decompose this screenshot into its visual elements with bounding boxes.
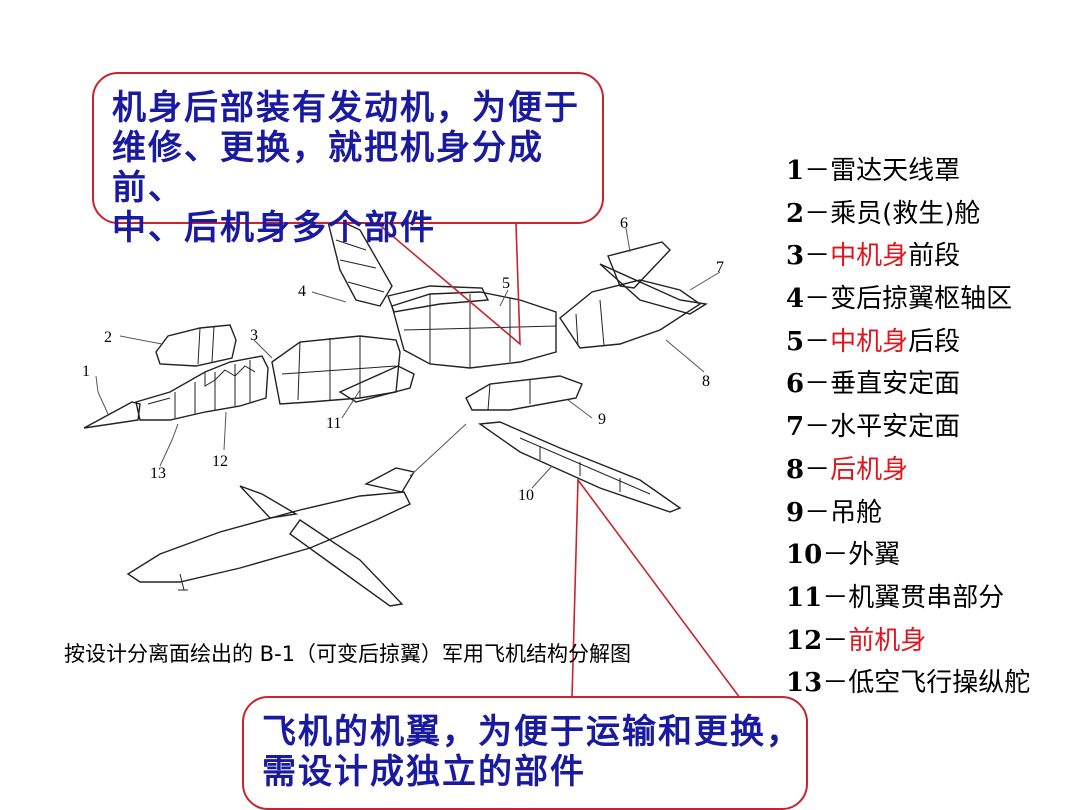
legend-item: 9－吊舱 bbox=[786, 492, 1076, 535]
callout-bottom-line: 飞机的机翼，为便于运输和更换， bbox=[262, 712, 802, 752]
legend-number: 4 bbox=[786, 284, 805, 315]
legend-item: 6－垂直安定面 bbox=[786, 363, 1076, 406]
part-label-3: 3 bbox=[250, 327, 258, 344]
legend-dash: － bbox=[804, 412, 831, 443]
legend-number: 10 bbox=[786, 540, 823, 571]
legend-name-highlight: 后机身 bbox=[830, 454, 909, 485]
legend-name-suffix: 后段 bbox=[908, 326, 961, 357]
legend-name: 乘员(救生)舱 bbox=[830, 198, 981, 229]
legend-number: 13 bbox=[786, 668, 823, 699]
legend-dash: － bbox=[822, 668, 849, 699]
legend-name: 机翼贯串部分 bbox=[848, 582, 1005, 613]
callout-bottom-pointer bbox=[571, 477, 741, 699]
legend-name: 吊舱 bbox=[830, 497, 883, 528]
part-label-10: 10 bbox=[518, 487, 534, 504]
legend-item: 8－后机身 bbox=[786, 449, 1076, 492]
callout-top-pointer bbox=[375, 221, 521, 346]
callout-top: 机身后部装有发动机，为便于 维修、更换，就把机身分成前、 中、后机身多个部件 bbox=[92, 72, 604, 248]
legend-dash: － bbox=[804, 369, 831, 400]
part-label-9: 9 bbox=[598, 411, 606, 428]
part-label-12: 12 bbox=[212, 453, 228, 470]
legend-item: 2－乘员(救生)舱 bbox=[786, 193, 1076, 236]
legend-number: 8 bbox=[786, 454, 805, 485]
legend-dash: － bbox=[804, 241, 831, 272]
part-label-4: 4 bbox=[298, 283, 306, 300]
legend-dash: － bbox=[804, 284, 831, 315]
legend-number: 7 bbox=[786, 412, 805, 443]
part-label-5: 5 bbox=[502, 275, 510, 292]
legend-number: 1 bbox=[786, 156, 805, 186]
legend-name: 雷达天线罩 bbox=[830, 156, 961, 186]
outer-wing-part bbox=[478, 421, 682, 513]
legend-dash: － bbox=[804, 454, 831, 485]
diagram-caption: 按设计分离面绘出的 B-1（可变后掠翼）军用飞机结构分解图 bbox=[64, 642, 632, 666]
legend-number: 5 bbox=[786, 326, 805, 357]
callout-top-line: 中、后机身多个部件 bbox=[112, 208, 436, 248]
part-label-2: 2 bbox=[104, 329, 112, 346]
legend-number: 12 bbox=[786, 625, 823, 656]
legend-number: 2 bbox=[786, 198, 805, 229]
part-label-6: 6 bbox=[620, 215, 628, 232]
legend-dash: － bbox=[804, 326, 831, 357]
legend-item: 1－雷达天线罩 bbox=[786, 150, 1076, 193]
aft-fuselage-part bbox=[559, 279, 702, 349]
legend-name-highlight: 前机身 bbox=[848, 625, 927, 656]
legend-dash: － bbox=[804, 497, 831, 528]
legend-item: 13－低空飞行操纵舵 bbox=[786, 662, 1076, 705]
part-label-13: 13 bbox=[150, 465, 166, 482]
legend-name-highlight: 中机身 bbox=[830, 241, 909, 272]
part-label-8: 8 bbox=[702, 373, 710, 390]
legend-dash: － bbox=[822, 625, 849, 656]
legend-number: 11 bbox=[786, 582, 823, 613]
callout-bottom-line: 需设计成独立的部件 bbox=[262, 752, 586, 792]
nacelle-part bbox=[465, 375, 583, 411]
legend-number: 9 bbox=[786, 497, 805, 528]
legend-dash: － bbox=[822, 540, 849, 571]
legend-dash: － bbox=[804, 156, 831, 186]
part-label-7: 7 bbox=[716, 259, 724, 276]
callout-bottom: 飞机的机翼，为便于运输和更换， 需设计成独立的部件 bbox=[242, 696, 808, 810]
horizontal-stabilizer-part bbox=[599, 263, 708, 315]
callout-top-line: 维修、更换，就把机身分成前、 bbox=[112, 128, 544, 208]
legend-number: 3 bbox=[786, 241, 805, 272]
forward-fuselage-part bbox=[135, 355, 269, 421]
legend-name: 水平安定面 bbox=[830, 412, 961, 443]
legend-name: 垂直安定面 bbox=[830, 369, 961, 400]
part-label-11: 11 bbox=[326, 415, 341, 432]
pivot-area-part bbox=[324, 212, 393, 307]
legend-name-highlight: 中机身 bbox=[830, 326, 909, 357]
legend-name: 外翼 bbox=[848, 540, 901, 571]
legend-number: 6 bbox=[786, 369, 805, 400]
callout-bottom-text: 飞机的机翼，为便于运输和更换， 需设计成独立的部件 bbox=[262, 712, 802, 792]
mid-fuselage-aft-part bbox=[391, 291, 557, 369]
legend-item: 5－中机身后段 bbox=[786, 321, 1076, 364]
crew-capsule-part bbox=[155, 324, 237, 367]
legend-name-suffix: 前段 bbox=[908, 241, 961, 272]
legend-item: 10－外翼 bbox=[786, 534, 1076, 577]
assembled-aircraft bbox=[126, 491, 411, 583]
wing-carry-through-part bbox=[338, 365, 415, 403]
legend-item: 4－变后掠翼枢轴区 bbox=[786, 278, 1076, 321]
callout-top-text: 机身后部装有发动机，为便于 维修、更换，就把机身分成前、 中、后机身多个部件 bbox=[112, 88, 592, 248]
legend-dash: － bbox=[804, 198, 831, 229]
callout-top-line: 机身后部装有发动机，为便于 bbox=[112, 88, 580, 128]
legend-item: 11－机翼贯串部分 bbox=[786, 577, 1076, 620]
legend-item: 3－中机身前段 bbox=[786, 235, 1076, 278]
legend-name: 变后掠翼枢轴区 bbox=[830, 284, 1013, 315]
legend-name: 低空飞行操纵舵 bbox=[848, 668, 1031, 699]
legend-item: 12－前机身 bbox=[786, 620, 1076, 663]
legend-dash: － bbox=[822, 582, 849, 613]
legend-item: 7－水平安定面 bbox=[786, 406, 1076, 449]
radome-part bbox=[83, 401, 141, 429]
part-label-1: 1 bbox=[82, 363, 90, 380]
